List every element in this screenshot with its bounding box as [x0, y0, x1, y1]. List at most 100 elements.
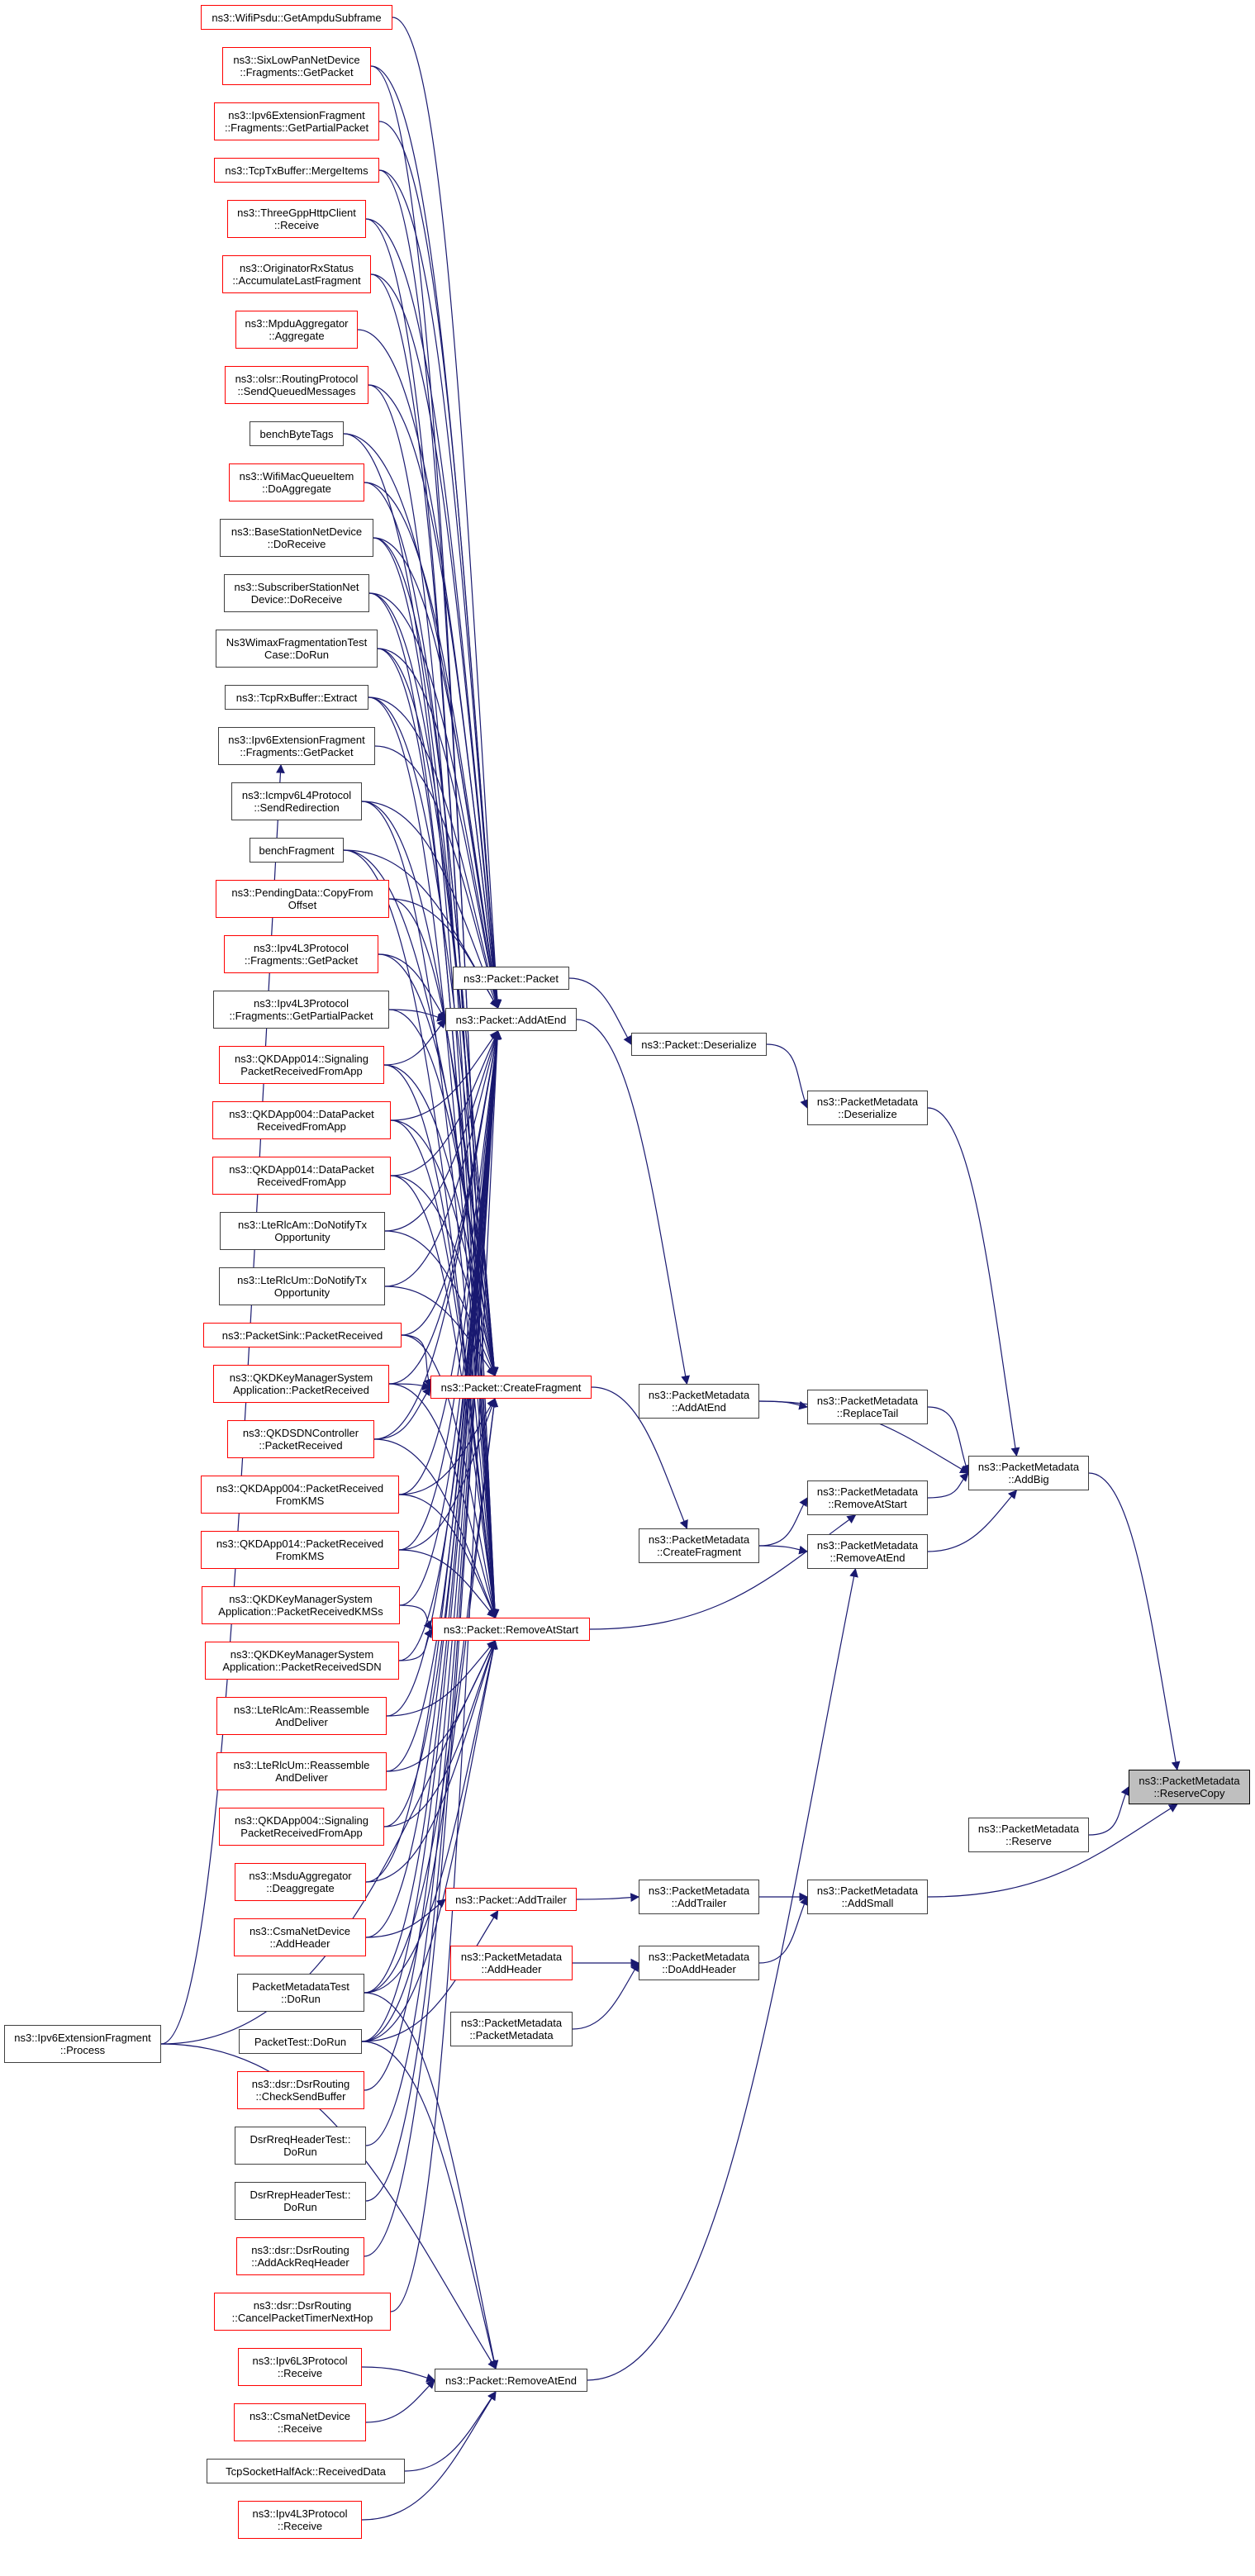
node-dsr-dsrrouting-cancelpackettimernexthop[interactable]: ns3::dsr::DsrRouting::CancelPacketTimerN…	[214, 2293, 391, 2331]
node-label-line: ::AccumulateLastFragment	[232, 274, 361, 287]
node-mpduaggregator-aggregate[interactable]: ns3::MpduAggregator::Aggregate	[235, 311, 358, 349]
node-label-line: Offset	[288, 899, 317, 911]
node-label-line: ns3::QKDApp014::PacketReceived	[216, 1538, 384, 1550]
node-label-line: ::Aggregate	[269, 330, 325, 342]
node-label-line: ns3::QKDApp014::DataPacket	[229, 1163, 374, 1176]
node-csmanetdevice-addheader[interactable]: ns3::CsmaNetDevice::AddHeader	[234, 1918, 366, 1956]
node-label-line: ns3::PacketMetadata	[816, 1539, 919, 1552]
node-label-line: ns3::WifiPsdu::GetAmpduSubframe	[212, 11, 382, 24]
node-benchbytetags[interactable]: benchByteTags	[250, 421, 344, 446]
call-edge-r3-to-b0	[927, 1490, 1018, 1552]
node-sixlowpannetdevice-fragments-getpacket[interactable]: ns3::SixLowPanNetDevice::Fragments::GetP…	[222, 47, 371, 85]
node-label-line: ::Reserve	[1005, 1835, 1052, 1847]
call-edge-r0-to-b0	[927, 1107, 1020, 1457]
node-label-line: benchFragment	[259, 844, 335, 857]
node-packet-deserialize[interactable]: ns3::Packet::Deserialize	[631, 1033, 767, 1056]
node-label-line: ns3::PacketMetadata	[816, 1884, 919, 1897]
node-packet-removeatstart[interactable]: ns3::Packet::RemoveAtStart	[432, 1618, 590, 1641]
call-edge-n3-to-p3	[378, 169, 500, 1619]
node-packetmetadata-reserve[interactable]: ns3::PacketMetadata::Reserve	[968, 1818, 1089, 1852]
node-threegpphttpclient-receive[interactable]: ns3::ThreeGppHttpClient::Receive	[227, 200, 366, 238]
node-packettest-dorun[interactable]: PacketTest::DoRun	[239, 2029, 362, 2054]
node-packetmetadatatest-dorun[interactable]: PacketMetadataTest::DoRun	[237, 1974, 364, 2012]
node-msduaggregator-deaggregate[interactable]: ns3::MsduAggregator::Deaggregate	[235, 1863, 366, 1901]
node-packetmetadata-createfragment[interactable]: ns3::PacketMetadata::CreateFragment	[639, 1528, 759, 1563]
node-wifipsdu-getampdusubframe[interactable]: ns3::WifiPsdu::GetAmpduSubframe	[201, 5, 392, 30]
node-ipv6l3protocol-receive[interactable]: ns3::Ipv6L3Protocol::Receive	[238, 2348, 362, 2386]
node-packet-removeatend[interactable]: ns3::Packet::RemoveAtEnd	[435, 2369, 587, 2392]
node-benchfragment[interactable]: benchFragment	[250, 838, 344, 863]
node-packetmetadata-addtrailer[interactable]: ns3::PacketMetadata::AddTrailer	[639, 1880, 759, 1914]
node-packetsink-packetreceived[interactable]: ns3::PacketSink::PacketReceived	[203, 1323, 402, 1347]
node-ipv4l3protocol-receive[interactable]: ns3::Ipv4L3Protocol::Receive	[238, 2501, 362, 2539]
node-basestationnetdevice-doreceive[interactable]: ns3::BaseStationNetDevice::DoReceive	[220, 519, 373, 557]
node-label-line: ns3::PacketSink::PacketReceived	[221, 1328, 383, 1342]
call-edge-n13-to-p3	[368, 696, 499, 1619]
node-label-line: ns3::Packet::RemoveAtStart	[443, 1623, 579, 1636]
node-olsr-routingprotocol-sendqueuedmessages[interactable]: ns3::olsr::RoutingProtocol::SendQueuedMe…	[225, 366, 368, 404]
node-ipv6extensionfragment-fragments-getpartialpacket[interactable]: ns3::Ipv6ExtensionFragment::Fragments::G…	[214, 102, 379, 140]
node-label-line: ::AddAckReqHeader	[251, 2256, 349, 2269]
node-packet-packet[interactable]: ns3::Packet::Packet	[453, 967, 569, 990]
node-icmpv6l4protocol-sendredirection[interactable]: ns3::Icmpv6L4Protocol::SendRedirection	[231, 782, 362, 820]
node-originatorrxstatus-accumulatelastfragment[interactable]: ns3::OriginatorRxStatus::AccumulateLastF…	[222, 255, 371, 293]
node-packetmetadata-doaddheader[interactable]: ns3::PacketMetadata::DoAddHeader	[639, 1946, 759, 1980]
node-tcprxbuffer-extract[interactable]: ns3::TcpRxBuffer::Extract	[225, 685, 368, 710]
call-edge-n12-to-p3	[377, 648, 500, 1619]
node-ipv6extensionfragment-fragments-getpacket[interactable]: ns3::Ipv6ExtensionFragment::Fragments::G…	[218, 727, 375, 765]
node-packetmetadata-deserialize[interactable]: ns3::PacketMetadata::Deserialize	[807, 1091, 928, 1125]
node-label-line: ns3::QKDApp014::Signaling	[235, 1053, 368, 1065]
call-edge-n20-to-p2	[383, 1064, 498, 1377]
call-edge-p1-to-m1	[576, 1019, 690, 1385]
node-ipv4l3protocol-fragments-getpartialpacket[interactable]: ns3::Ipv4L3Protocol::Fragments::GetParti…	[213, 991, 389, 1029]
node-label-line: ns3::PacketMetadata	[977, 1823, 1080, 1835]
node-ipv6extensionfragment-process[interactable]: ns3::Ipv6ExtensionFragment::Process	[4, 2025, 161, 2063]
node-tcpsockethalfack-receiveddata[interactable]: TcpSocketHalfAck::ReceivedData	[207, 2459, 405, 2483]
node-label-line: ns3::Icmpv6L4Protocol	[241, 789, 352, 801]
node-packetmetadata-addatend[interactable]: ns3::PacketMetadata::AddAtEnd	[639, 1384, 759, 1419]
call-edge-m4-to-r4	[758, 1896, 809, 1964]
node-ipv4l3protocol-fragments-getpacket[interactable]: ns3::Ipv4L3Protocol::Fragments::GetPacke…	[224, 935, 378, 973]
node-packetmetadata-packetmetadata[interactable]: ns3::PacketMetadata::PacketMetadata	[450, 2012, 573, 2046]
node-wifimacqueueitem-doaggregate[interactable]: ns3::WifiMacQueueItem::DoAggregate	[229, 463, 364, 501]
node-tcptxbuffer-mergeitems[interactable]: ns3::TcpTxBuffer::MergeItems	[214, 158, 379, 183]
node-csmanetdevice-receive[interactable]: ns3::CsmaNetDevice::Receive	[234, 2403, 366, 2441]
node-packetmetadata-addsmall[interactable]: ns3::PacketMetadata::AddSmall	[807, 1880, 928, 1914]
node-label-line: ::DoAggregate	[262, 482, 331, 495]
node-label-line: ::CreateFragment	[657, 1546, 741, 1558]
node-packetmetadata-addheader[interactable]: ns3::PacketMetadata::AddHeader	[450, 1946, 573, 1980]
node-qkdsdncontroller-packetreceived[interactable]: ns3::QKDSDNController::PacketReceived	[227, 1420, 374, 1458]
node-packet-createfragment[interactable]: ns3::Packet::CreateFragment	[430, 1376, 592, 1399]
node-packet-addatend[interactable]: ns3::Packet::AddAtEnd	[445, 1008, 577, 1031]
node-dsr-dsrrouting-checksendbuffer[interactable]: ns3::dsr::DsrRouting::CheckSendBuffer	[237, 2071, 364, 2109]
node-label-line: ns3::Ipv4L3Protocol	[254, 942, 349, 954]
node-packetmetadata-replacetail[interactable]: ns3::PacketMetadata::ReplaceTail	[807, 1390, 928, 1424]
node-packetmetadata-removeatstart[interactable]: ns3::PacketMetadata::RemoveAtStart	[807, 1480, 928, 1515]
node-dsr-dsrrouting-addackreqheader[interactable]: ns3::dsr::DsrRouting::AddAckReqHeader	[236, 2237, 364, 2275]
node-label-line: ns3::Ipv4L3Protocol	[254, 997, 349, 1010]
node-label-line: ::DoRun	[281, 1993, 321, 2005]
node-label-line: ns3::LteRlcUm::Reassemble	[233, 1759, 370, 1771]
node-packet-addtrailer[interactable]: ns3::Packet::AddTrailer	[445, 1888, 577, 1911]
node-packetmetadata-removeatend[interactable]: ns3::PacketMetadata::RemoveAtEnd	[807, 1534, 928, 1569]
node-dsrrrepheadertest-dorun[interactable]: DsrRrepHeaderTest::DoRun	[235, 2182, 366, 2220]
node-packetmetadata-addbig[interactable]: ns3::PacketMetadata::AddBig	[968, 1456, 1089, 1490]
node-dsrrreqheadertest-dorun[interactable]: DsrRreqHeaderTest::DoRun	[235, 2127, 366, 2165]
